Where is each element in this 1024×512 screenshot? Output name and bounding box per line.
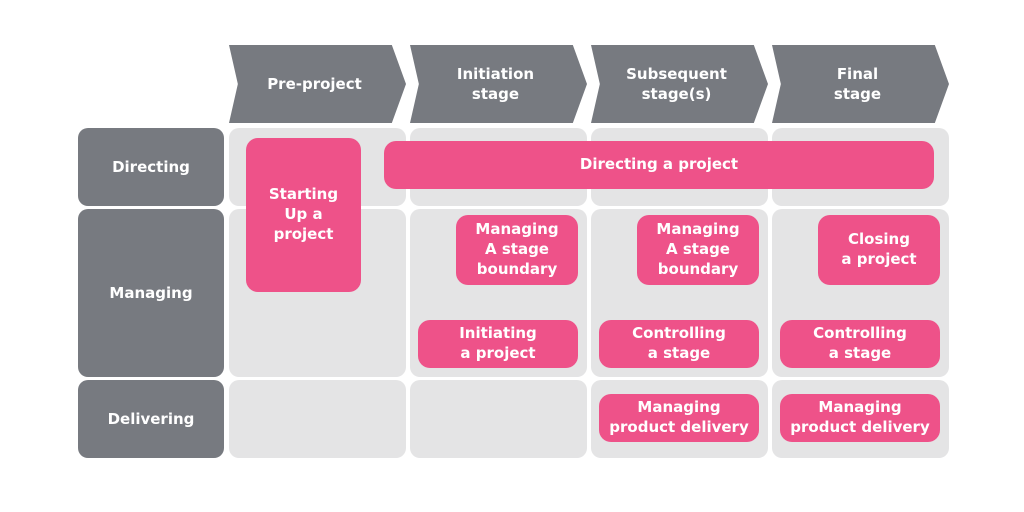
process-label: Managing A stage boundary xyxy=(656,220,740,278)
row-label: Delivering xyxy=(107,410,195,428)
process-directing-a-project: Directing a project xyxy=(384,141,934,189)
stage-label: Initiation stage xyxy=(456,64,535,103)
process-controlling-a-stage-subsequent: Controlling a stage xyxy=(599,320,759,368)
stage-label: Pre-project xyxy=(267,74,362,93)
stage-header-pre-project: Pre-project xyxy=(229,45,406,123)
row-label: Managing xyxy=(109,284,193,302)
row-header-delivering: Delivering xyxy=(78,380,224,458)
process-label: Managing product delivery xyxy=(609,398,749,436)
process-label: Closing a project xyxy=(841,230,917,268)
process-label: Managing A stage boundary xyxy=(475,220,559,278)
process-initiating-a-project: Initiating a project xyxy=(418,320,578,368)
stage-label: Final stage xyxy=(833,64,882,103)
process-managing-product-delivery-final: Managing product delivery xyxy=(780,394,940,442)
process-controlling-a-stage-final: Controlling a stage xyxy=(780,320,940,368)
process-label: Managing product delivery xyxy=(790,398,930,436)
stage-header-subsequent: Subsequent stage(s) xyxy=(591,45,768,123)
stage-header-final: Final stage xyxy=(772,45,949,123)
process-label: Starting Up a project xyxy=(268,185,339,243)
process-label: Controlling a stage xyxy=(632,324,726,362)
grid-cell-delivering-pre-project xyxy=(229,380,406,458)
row-label: Directing xyxy=(112,158,190,176)
stage-header-initiation: Initiation stage xyxy=(410,45,587,123)
process-label: Initiating a project xyxy=(459,324,537,362)
row-header-directing: Directing xyxy=(78,128,224,206)
process-starting-up-a-project: Starting Up a project xyxy=(246,138,361,292)
grid-cell-delivering-initiation xyxy=(410,380,587,458)
process-label: Directing a project xyxy=(579,155,739,174)
process-managing-a-stage-boundary-subsequent: Managing A stage boundary xyxy=(637,215,759,285)
row-header-managing: Managing xyxy=(78,209,224,377)
stage-label: Subsequent stage(s) xyxy=(626,64,727,103)
process-managing-product-delivery-subsequent: Managing product delivery xyxy=(599,394,759,442)
process-managing-a-stage-boundary-initiation: Managing A stage boundary xyxy=(456,215,578,285)
process-closing-a-project: Closing a project xyxy=(818,215,940,285)
process-label: Controlling a stage xyxy=(813,324,907,362)
